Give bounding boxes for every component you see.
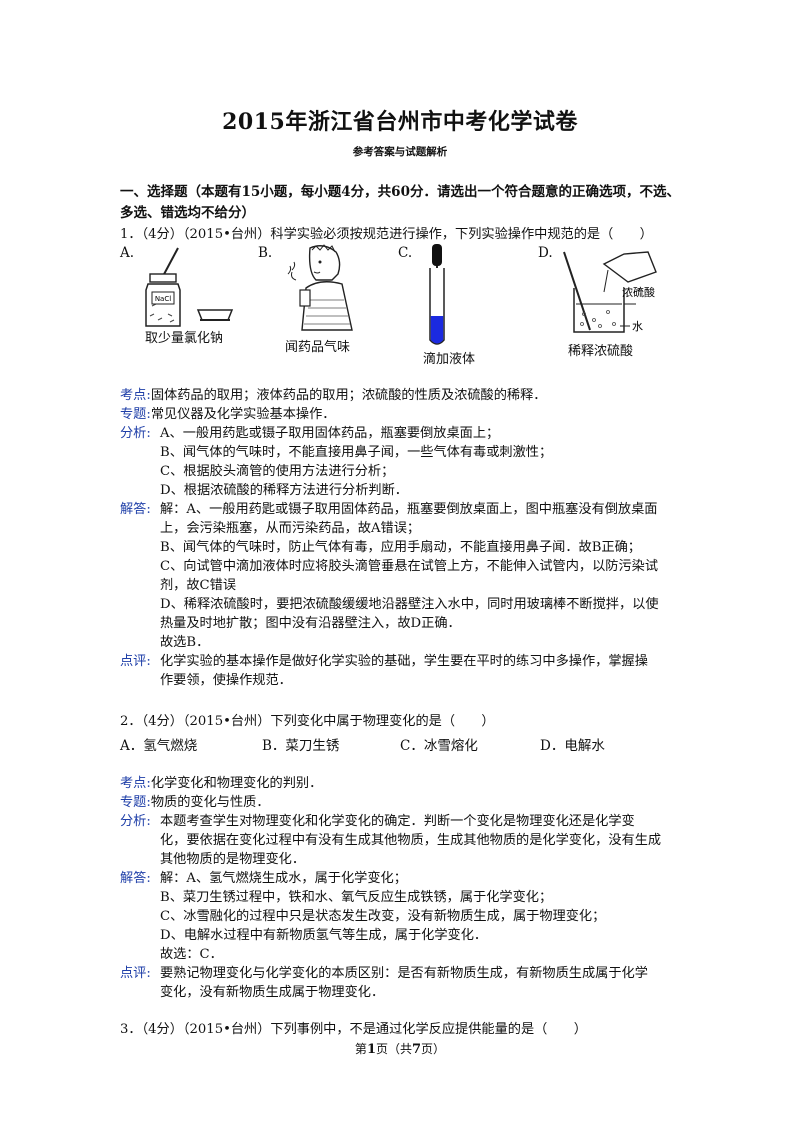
- footer-mid: 页（共: [375, 1042, 412, 1056]
- q1-fenxi-line: C、根据胶头滴管的使用方法进行分析；: [160, 464, 395, 479]
- q1-jieda-line: 解：A、一般用药匙或镊子取用固体药品，瓶塞要倒放桌面上，图中瓶塞没有倒放桌面: [160, 502, 658, 517]
- q2-dianping-line: 变化，没有新物质生成属于物理变化．: [160, 985, 385, 1000]
- q1-caption-b: 闻药品气味: [285, 340, 351, 355]
- q1-zhuanti-text: 常见仪器及化学实验基本操作．: [150, 407, 336, 422]
- q1-dianping-line: 作要领，使操作规范．: [160, 673, 292, 688]
- q1-option-b-label: B.: [258, 245, 273, 261]
- kaodian-label: 考点:: [120, 388, 151, 403]
- q1-kaodian-text: 固体药品的取用；液体药品的取用；浓硫酸的性质及浓硫酸的稀释．: [150, 388, 547, 403]
- q1-dianping-line: 化学实验的基本操作是做好化学实验的基础，学生要在平时的练习中多操作，掌握操: [160, 654, 648, 669]
- figure-dilute-sulfuric-acid: 浓硫酸 水: [563, 251, 657, 333]
- q2-kaodian: 考点:化学变化和物理变化的判别．: [120, 774, 322, 793]
- q2-fenxi-line: 化，要依据在变化过程中有没有生成其他物质，生成其他物质的是化学变化，没有生成: [160, 833, 662, 848]
- figure-take-sodium-chloride: NaCl: [145, 247, 234, 327]
- q1-stem: 1．（4分）（2015•台州）科学实验必须按规范进行操作，下列实验操作中规范的是…: [120, 227, 653, 242]
- footer-suffix: 页）: [421, 1042, 446, 1056]
- q2-dianping-line: 要熟记物理变化与化学变化的本质区别：是否有新物质生成，有新物质生成属于化学: [160, 966, 648, 981]
- dianping-label: 点评:: [120, 654, 151, 669]
- kaodian-label: 考点:: [120, 776, 151, 791]
- dianping-label: 点评:: [120, 966, 151, 981]
- page-footer: 第1页（共7页）: [0, 1040, 800, 1057]
- q1-option-c-label: C.: [398, 245, 413, 261]
- zhuanti-label: 专题:: [120, 407, 151, 422]
- q2-option-c: C．冰雪熔化: [400, 738, 478, 754]
- q1-caption-c: 滴加液体: [423, 352, 476, 367]
- q1-jieda-line: B、闻气体的气味时，防止气体有毒，应用手扇动，不能直接用鼻子闻．故B正确；: [160, 540, 641, 555]
- q2-fenxi-line: 其他物质的是物理变化．: [160, 852, 306, 867]
- fenxi-label: 分析:: [120, 814, 151, 829]
- q1-jieda-line: 剂，故C错误: [160, 578, 237, 593]
- q1-caption-d: 稀释浓硫酸: [568, 344, 634, 359]
- page-number: 1: [366, 1042, 376, 1057]
- figure-smell-chemical: [287, 244, 353, 331]
- q2-zhuanti-text: 物质的变化与性质．: [150, 795, 270, 810]
- q2-kaodian-text: 化学变化和物理变化的判别．: [150, 776, 323, 791]
- q1-jieda-line: C、向试管中滴加液体时应将胶头滴管垂悬在试管上方，不能伸入试管内，以防污染试: [160, 559, 659, 574]
- q1-zhuanti: 专题:常见仪器及化学实验基本操作．: [120, 405, 335, 424]
- q1-option-a-label: A.: [120, 245, 135, 261]
- jieda-label: 解答:: [120, 871, 151, 886]
- q2-jieda-line: D、电解水过程中有新物质氢气等生成，属于化学变化．: [160, 928, 488, 943]
- q1-fenxi-line: A、一般用药匙或镊子取用固体药品，瓶塞要倒放桌面上；: [160, 426, 500, 441]
- q1-jieda-line: 上，会污染瓶塞，从而污染药品，故A错误；: [160, 521, 421, 536]
- section-heading: 一、选择题（本题有15小题，每小题4分，共60分．请选出一个符合题意的正确选项，…: [120, 184, 680, 221]
- page-title: 2015年浙江省台州市中考化学试卷: [222, 109, 578, 135]
- q1-jieda-line: D、稀释浓硫酸时，要把浓硫酸缓缓地沿器壁注入水中，同时用玻璃棒不断搅拌，以使: [160, 597, 659, 612]
- acid-label: 浓硫酸: [622, 285, 655, 299]
- page-total: 7: [412, 1042, 422, 1057]
- fenxi-label: 分析:: [120, 426, 151, 441]
- q2-jieda-line: 故选：C．: [160, 947, 223, 962]
- jieda-label: 解答:: [120, 502, 151, 517]
- q2-option-a: A．氢气燃烧: [120, 738, 198, 754]
- q1-jieda-line: 热量及时地扩散；图中没有沿器壁注入，故D正确．: [160, 616, 461, 631]
- q3-stem: 3．（4分）（2015•台州）下列事例中，不是通过化学反应提供能量的是（ ）: [120, 1022, 587, 1037]
- page-subtitle: 参考答案与试题解析: [352, 146, 448, 158]
- q2-fenxi-line: 本题考查学生对物理变化和化学变化的确定．判断一个变化是物理变化还是化学变: [160, 814, 635, 829]
- water-label: 水: [632, 320, 643, 333]
- q1-fenxi-line: B、闻气体的气味时，不能直接用鼻子闻，一些气体有毒或刺激性；: [160, 445, 553, 460]
- q2-jieda-line: B、菜刀生锈过程中，铁和水、氧气反应生成铁锈，属于化学变化；: [160, 890, 553, 905]
- q2-zhuanti: 专题:物质的变化与性质．: [120, 793, 270, 812]
- q2-stem: 2．（4分）（2015•台州）下列变化中属于物理变化的是（ ）: [120, 714, 495, 729]
- q2-jieda-line: 解：A、氢气燃烧生成水，属于化学变化；: [160, 871, 407, 886]
- q2-jieda-line: C、冰雪融化的过程中只是状态发生改变，没有新物质生成，属于物理变化；: [160, 909, 606, 924]
- nacl-label: NaCl: [155, 295, 171, 303]
- figure-drop-liquid: [429, 244, 445, 345]
- q1-kaodian: 考点:固体药品的取用；液体药品的取用；浓硫酸的性质及浓硫酸的稀释．: [120, 386, 546, 405]
- q1-jieda-line: 故选B．: [160, 635, 210, 650]
- q1-fenxi-line: D、根据浓硫酸的稀释方法进行分析判断．: [160, 483, 408, 498]
- q1-caption-a: 取少量氯化钠: [145, 331, 224, 346]
- q2-option-d: D．电解水: [540, 738, 605, 754]
- footer-prefix: 第: [354, 1042, 367, 1056]
- q2-option-b: B．菜刀生锈: [262, 738, 340, 754]
- q1-option-d-label: D.: [538, 245, 553, 261]
- zhuanti-label: 专题:: [120, 795, 151, 810]
